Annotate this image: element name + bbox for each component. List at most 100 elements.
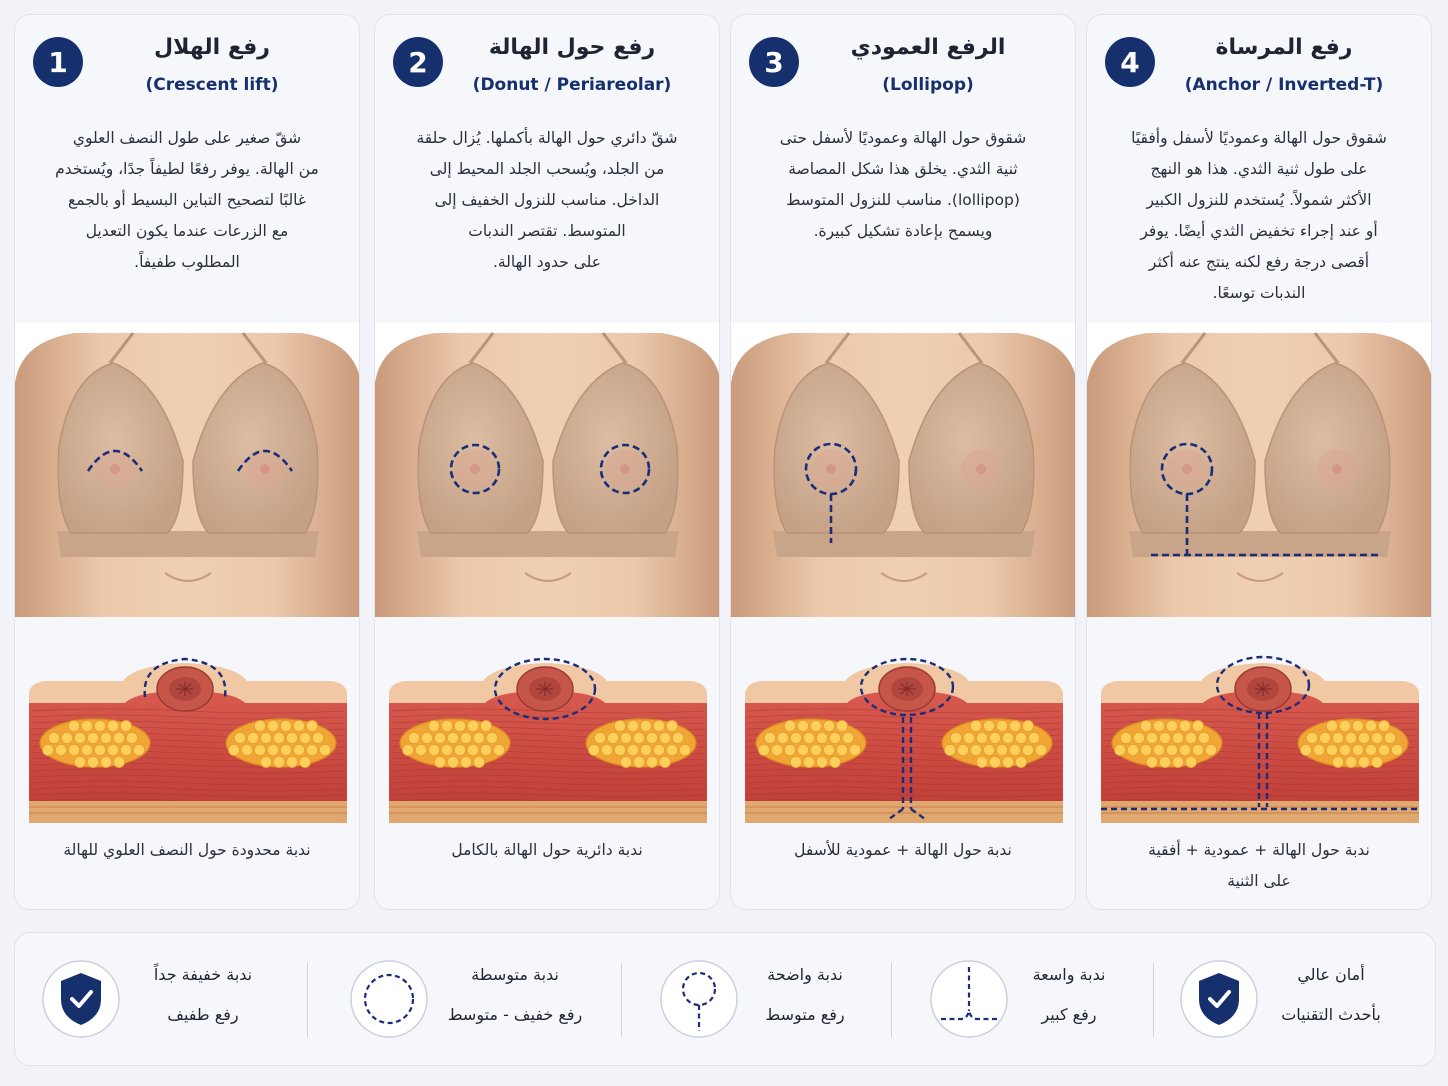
description-line: الأكثر شمولاً. يُستخدم للنزول الكبير (1146, 191, 1372, 209)
description-line: شقّ صغير على طول النصف العلوي (72, 129, 302, 147)
legend-lift-label: رفع خفيف - متوسط (447, 1005, 583, 1024)
incision-line (888, 717, 926, 820)
fat-tissue (1297, 718, 1409, 768)
scar-caption-line: ندبة محدودة حول النصف العلوي للهالة (63, 841, 311, 859)
nipple (260, 464, 270, 474)
technique-title: رفع حول الهالة (488, 35, 656, 60)
description-line: الداخل. مناسب للنزول الخفيف إلى (434, 191, 660, 209)
nipple (620, 464, 630, 474)
technique-title: رفع المرساة (1215, 35, 1353, 60)
card-lollipop: 3 الرفع العمودي (Lollipop) شقوق حول الهالة … (730, 14, 1076, 910)
shield-check-icon (41, 959, 121, 1039)
legend-lift-label: رفع متوسط (765, 1005, 845, 1024)
muscle-layer (29, 691, 347, 801)
anchor-incision-icon (929, 959, 1009, 1039)
incision-line (86, 449, 144, 472)
legend-scar-label: ندبة خفيفة جداً (153, 965, 253, 984)
bra-band (57, 531, 319, 557)
fat-tissue (399, 718, 511, 768)
skin-cross-section (29, 657, 347, 823)
description-line: ويسمح بإعادة تشكيل كبيرة. (813, 222, 993, 240)
scar-caption: ندبة محدودة حول النصف العلوي للهالة (29, 835, 345, 866)
muscle-layer (745, 691, 1063, 801)
description-line: (lollipop). مناسب للنزول المتوسط (786, 191, 1020, 209)
incision-line (449, 443, 501, 495)
description-line: من الجلد، ويُسحب الجلد المحيط إلى (429, 160, 665, 178)
fat-tissue (941, 718, 1053, 768)
legend-item: ندبة خفيفة جداً رفع طفيف (15, 933, 1437, 1067)
torso-illustration (731, 323, 1075, 617)
fat-tissue (39, 718, 151, 768)
bra-band (1129, 531, 1391, 557)
bra-strap (1313, 332, 1340, 364)
fat-tissue (225, 718, 337, 768)
scar-caption: ندبة دائرية حول الهالة بالكامل (389, 835, 705, 866)
step-number-badge: 1 (33, 37, 83, 87)
nipple (470, 464, 480, 474)
nipple (826, 464, 836, 474)
description-line: المطلوب طفيفاً. (134, 253, 240, 271)
description-line: أقصى درجة رفع لكنه ينتج عنه أكثر (1148, 253, 1370, 271)
scar-caption-line: ندبة حول الهالة + عمودية + أفقية (1148, 841, 1370, 859)
bra-strap (824, 332, 851, 364)
description-line: غالبًا لتصحيح التباين البسيط أو بالجمع (67, 191, 307, 209)
fat-tissue (585, 718, 697, 768)
bra-strap (468, 332, 495, 364)
description-line: شقّ دائري حول الهالة بأكملها. يُزال حلقة (416, 129, 678, 147)
scar-caption: ندبة حول الهالة + عمودية للأسفل (745, 835, 1061, 866)
lollipop-incision-icon (659, 959, 739, 1039)
fat-tissue (755, 718, 867, 768)
bra-cup-left (773, 362, 900, 534)
bra-strap (1180, 332, 1207, 364)
bra-cup-left (57, 362, 184, 534)
fat-tissue (1111, 718, 1223, 768)
torso-illustration (1087, 323, 1431, 617)
technique-subtitle: (Crescent lift) (145, 75, 279, 95)
nipple (976, 464, 986, 474)
legend-divider (621, 963, 622, 1037)
legend-lift-label: بأحدث التقنيات (1281, 1005, 1381, 1024)
dashed-circle-icon (349, 959, 429, 1039)
legend-divider (1153, 963, 1154, 1037)
nipple (1332, 464, 1342, 474)
incision-line (143, 657, 227, 698)
description-line: مع الزرعات عندما يكون التعديل (85, 222, 289, 240)
legend-lift-label: رفع طفيف (167, 1005, 239, 1024)
incision-line (1215, 655, 1311, 715)
technique-subtitle: (Donut / Periareolar) (472, 75, 672, 95)
deep-fascia (389, 801, 707, 823)
deep-fascia (29, 801, 347, 823)
bra-strap (957, 332, 984, 364)
incision-line (1257, 713, 1269, 807)
description-line: المتوسط. تقتصر الندبات (468, 222, 626, 240)
legend-bar: ندبة خفيفة جداً رفع طفيف ندبة متوسطة رفع خف… (14, 932, 1436, 1066)
incision-line (236, 449, 294, 472)
step-number-badge: 3 (749, 37, 799, 87)
legend-lift-label: رفع كبير (1041, 1005, 1097, 1024)
incision-line (859, 657, 955, 717)
shield-check-icon (1179, 959, 1259, 1039)
description-line: أو عند إجراء تخفيض الثدي أيضًا. يوفر (1140, 222, 1378, 240)
scar-caption: ندبة حول الهالة + عمودية + أفقية على الثن… (1101, 835, 1417, 897)
technique-title: الرفع العمودي (850, 35, 1006, 60)
bra-cup-right (192, 362, 319, 534)
skin-cross-section (745, 657, 1063, 823)
technique-subtitle: (Lollipop) (882, 75, 974, 95)
scar-caption-line: على الثنية (1227, 872, 1291, 890)
legend-scar-label: ندبة متوسطة (471, 965, 559, 984)
skin-cross-section (1101, 655, 1419, 823)
nipple (1182, 464, 1192, 474)
step-number-badge: 4 (1105, 37, 1155, 87)
incision-line (493, 657, 597, 721)
nipple (110, 464, 120, 474)
description-line: من الهالة. يوفر رفعًا لطيفاً جدًا، ويُست… (55, 160, 319, 178)
torso-illustration (375, 323, 719, 617)
deep-fascia (745, 801, 1063, 823)
